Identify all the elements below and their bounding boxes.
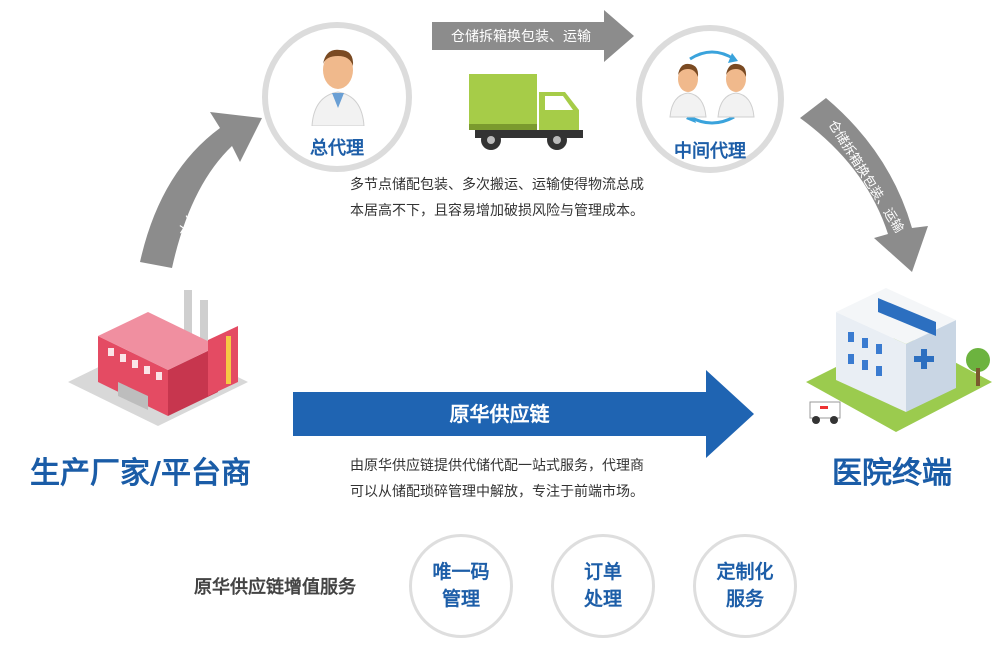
arrow-general-to-middle [432, 10, 634, 62]
agent-person-icon [311, 49, 365, 126]
problem-description: 多节点储配包装、多次搬运、运输使得物流总成 本居高不下，且容易增加破损风险与管理… [350, 177, 644, 219]
solution-description: 由原华供应链提供代储代配一站式服务，代理商 可以从储配琐碎管理中解放，专注于前端… [350, 458, 644, 500]
service-customization: 定制化服务 [693, 534, 797, 638]
services-title: 原华供应链增值服务 [194, 577, 356, 598]
hospital-icon [806, 288, 992, 432]
general-agent-node: 总代理 [262, 22, 412, 172]
hospital-label: 医院终端 [832, 456, 952, 491]
arrow-label-general-to-middle: 仓储拆箱换包装、运输 [451, 29, 591, 45]
arrow-manufacturer-to-general [140, 112, 262, 268]
truck-icon [469, 74, 583, 150]
manufacturer-label: 生产厂家/平台商 [30, 456, 251, 491]
arrow-main-flow [293, 370, 754, 458]
middle-agent-label: 中间代理 [674, 141, 746, 162]
agents-exchange-icon [669, 50, 755, 125]
general-agent-label: 总代理 [310, 138, 364, 159]
middle-agent-node: 中间代理 [636, 25, 784, 173]
main-flow-label: 原华供应链 [449, 402, 550, 426]
factory-icon [68, 290, 248, 426]
service-order-processing: 订单处理 [551, 534, 655, 638]
service-unique-code: 唯一码管理 [409, 534, 513, 638]
arrow-middle-to-hospital [800, 98, 928, 272]
